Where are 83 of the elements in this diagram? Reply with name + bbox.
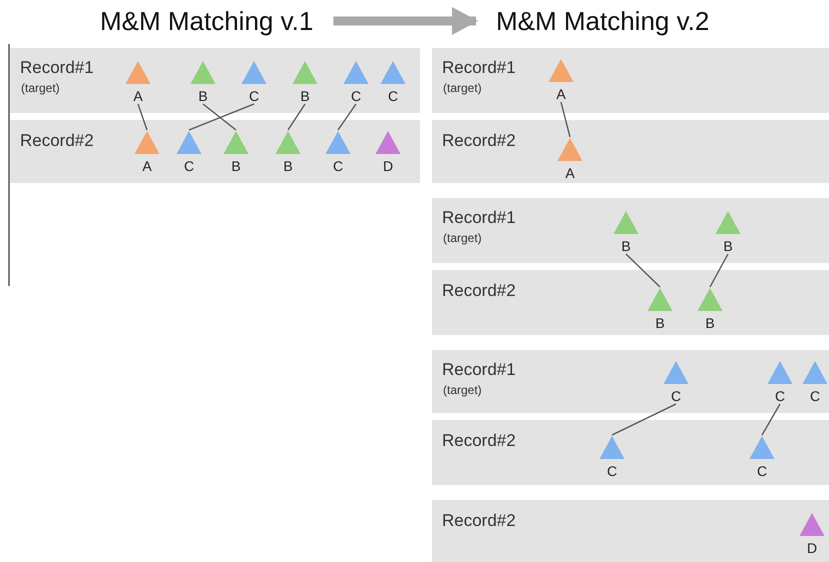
connector-line <box>137 104 148 130</box>
triangle-marker <box>749 435 775 479</box>
triangle-marker <box>802 360 828 404</box>
connector-line <box>626 254 660 288</box>
triangle-marker <box>241 60 267 104</box>
letter-label: B <box>299 88 311 104</box>
triangle-marker <box>613 210 639 254</box>
triangle-marker <box>663 360 689 404</box>
connector-line <box>761 404 781 436</box>
record-band <box>432 198 829 263</box>
record-band <box>10 120 420 183</box>
letter-label: B <box>654 315 666 331</box>
letter-label: C <box>248 88 260 104</box>
triangle-marker <box>557 137 583 181</box>
triangle-marker <box>715 210 741 254</box>
triangle-marker <box>697 287 723 331</box>
triangle-marker <box>647 287 673 331</box>
letter-label: B <box>282 158 294 174</box>
letter-label: C <box>386 88 400 104</box>
arrow <box>333 7 478 35</box>
triangle-marker <box>292 60 318 104</box>
triangle-marker <box>380 60 406 104</box>
record-note: (target) <box>443 81 482 95</box>
connector-line <box>287 104 306 130</box>
record-label: Record#1 <box>442 208 516 228</box>
heading: M&M Matching v.1 <box>100 6 314 36</box>
record-label: Record#2 <box>442 131 516 151</box>
record-note: (target) <box>443 231 482 245</box>
letter-label: D <box>382 158 394 174</box>
letter-label: C <box>808 388 822 404</box>
letter-label: C <box>606 463 618 479</box>
record-label: Record#1 <box>442 58 516 78</box>
record-label: Record#1 <box>20 58 94 78</box>
connector-line <box>612 403 676 436</box>
letter-label: A <box>564 165 576 181</box>
connector-line <box>560 102 571 138</box>
letter-label: A <box>555 86 567 102</box>
record-note: (target) <box>21 81 60 95</box>
record-band <box>432 48 829 113</box>
triangle-marker <box>343 60 369 104</box>
triangle-marker <box>375 130 401 174</box>
triangle-marker <box>799 512 825 556</box>
record-band <box>432 120 829 183</box>
triangle-marker <box>275 130 301 174</box>
record-band <box>432 420 829 485</box>
record-band <box>432 500 829 562</box>
letter-label: C <box>774 388 786 404</box>
connector-line <box>709 254 729 288</box>
record-band <box>10 48 420 113</box>
letter-label: A <box>141 158 153 174</box>
connector-line <box>188 103 254 131</box>
triangle-marker <box>134 130 160 174</box>
triangle-marker <box>125 60 151 104</box>
letter-label: C <box>332 158 344 174</box>
record-label: Record#1 <box>442 360 516 380</box>
letter-label: C <box>670 388 682 404</box>
triangle-marker <box>176 130 202 174</box>
letter-label: A <box>132 88 144 104</box>
letter-label: B <box>230 158 242 174</box>
record-band <box>432 350 829 413</box>
letter-label: B <box>197 88 209 104</box>
triangle-marker <box>190 60 216 104</box>
letter-label: D <box>806 540 818 556</box>
letter-label: B <box>722 238 734 254</box>
triangle-marker <box>548 58 574 102</box>
record-note: (target) <box>443 383 482 397</box>
letter-label: C <box>350 88 362 104</box>
connector-line <box>337 104 357 130</box>
triangle-marker <box>325 130 351 174</box>
triangle-marker <box>767 360 793 404</box>
letter-label: B <box>620 238 632 254</box>
record-label: Record#2 <box>442 281 516 301</box>
record-band <box>432 270 829 335</box>
record-label: Record#2 <box>442 431 516 451</box>
letter-label: B <box>704 315 716 331</box>
triangle-marker <box>223 130 249 174</box>
letter-label: C <box>182 158 196 174</box>
connector-line <box>202 103 236 131</box>
letter-label: C <box>756 463 768 479</box>
record-label: Record#2 <box>442 511 516 531</box>
heading: M&M Matching v.2 <box>496 6 710 36</box>
triangle-marker <box>599 435 625 479</box>
record-label: Record#2 <box>20 131 94 151</box>
